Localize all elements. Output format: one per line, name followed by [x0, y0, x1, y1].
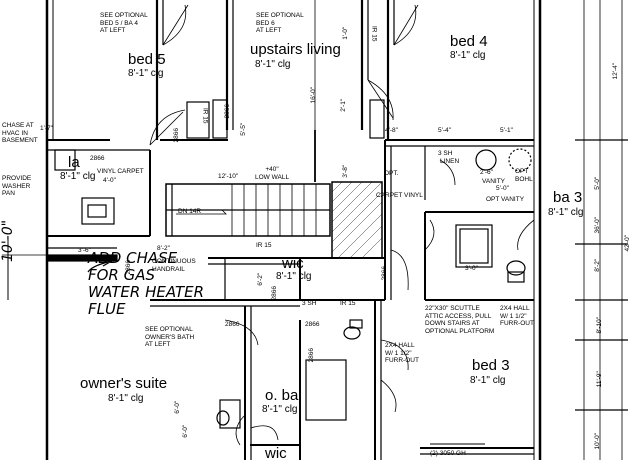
dim-label: 2866	[270, 286, 278, 301]
note-hall-fur-center: 2X4 HALL W/ 1 1/2" FURR-OUT	[385, 342, 419, 364]
note-continuous-handrail: CONTINUOUS HANDRAIL	[152, 258, 196, 273]
dim-label: 36'-0"	[594, 216, 602, 234]
room-upstairs-living-clg: 8'-1" clg	[255, 59, 291, 70]
note-provide-washer: PROVIDE WASHER PAN	[2, 175, 32, 197]
dim-label: 2866	[305, 321, 320, 328]
note-carpet-vinyl: CARPET VINYL	[376, 192, 423, 199]
room-laundry-clg: 8'-1" clg	[60, 171, 96, 182]
dim-label: 3'-0"	[465, 265, 478, 272]
dim-label: 2'-1"	[340, 98, 348, 112]
dim-label: 3'-6"	[78, 247, 91, 254]
dim-label: 4'-0"	[103, 177, 116, 184]
room-bed4-name: bed 4	[450, 33, 488, 50]
handwritten-chase-note: ADD CHASE FOR GAS WATER HEATER FLUE	[88, 249, 205, 318]
note-linen: LINEN	[440, 158, 460, 165]
dim-label: 5'-0"	[594, 176, 602, 190]
note-3sh-b: 3 SH	[302, 300, 317, 307]
room-bed4-clg: 8'-1" clg	[450, 50, 486, 61]
note-ir15-a: IR 15	[201, 107, 209, 124]
room-bed3-clg: 8'-1" clg	[470, 375, 506, 386]
room-wic-clg: 8'-1" clg	[276, 271, 312, 282]
room-o-ba-name: o. ba	[265, 387, 299, 404]
room-laundry-name: la	[68, 154, 80, 171]
room-ba3-clg: 8'-1" clg	[548, 207, 584, 218]
note-dn14r: DN 14R	[178, 208, 202, 215]
dim-label: 10'-0"	[594, 432, 602, 450]
dim-label: 5'-1"	[500, 127, 513, 134]
dim-label: 5'-4"	[438, 127, 451, 134]
room-bed3-name: bed 3	[472, 357, 510, 374]
dim-label: 12'-4"	[612, 62, 620, 80]
note-scuttle: 22"X30" SCUTTLE ATTIC ACCESS, PULL DOWN …	[425, 305, 495, 335]
dim-label: 2866	[90, 155, 105, 162]
dim-label: 2'-6"	[480, 169, 493, 176]
note-see-bed6: SEE OPTIONAL BED 6 AT LEFT	[256, 12, 304, 34]
dim-label: 6'-2"	[257, 272, 265, 286]
note-see-owners-bath: SEE OPTIONAL OWNER'S BATH AT LEFT	[145, 326, 195, 348]
room-ba3-name: ba 3	[553, 189, 583, 206]
dim-label: 12'-10"	[218, 173, 239, 180]
dim-label: 6'-0"	[182, 424, 190, 438]
note-ir15-b: IR 15	[370, 25, 378, 42]
dim-label: 2866	[225, 321, 240, 328]
dim-label: 2866	[307, 348, 315, 363]
dim-label: 1'-0"	[342, 26, 350, 40]
dim-label: 11'-9"	[595, 371, 603, 388]
note-hall-fur-right: 2X4 HALL W/ 1 1/2" FURR-OUT	[500, 305, 534, 327]
note-opt-boh: OPT BOHL	[515, 168, 533, 183]
note-vinyl-carpet: VINYL CARPET	[97, 168, 144, 175]
note-chase-hvac: CHASE AT HVAC IN BASEMENT	[2, 122, 38, 144]
dim-label: 6'-0"	[174, 400, 182, 414]
room-upstairs-living-name: upstairs living	[250, 41, 341, 58]
room-owners-suite-clg: 8'-1" clg	[108, 393, 144, 404]
note-opt-vanity: OPT VANITY	[486, 196, 525, 203]
dim-label: 4'-8"	[385, 127, 398, 134]
room-bed5-name: bed 5	[128, 51, 166, 68]
handwritten-left-dimension: 10'-0"	[0, 219, 16, 262]
note-vanity: VANITY	[482, 178, 505, 185]
dim-label: 8'-10"	[596, 316, 604, 334]
room-o-ba-clg: 8'-1" clg	[262, 404, 298, 415]
note-window-size: (2) 3050 GH	[430, 450, 466, 457]
dim-label: 5'-0"	[496, 185, 509, 192]
note-opt: OPT.	[384, 170, 399, 177]
room-owners-suite-name: owner's suite	[80, 375, 168, 392]
note-ir15-d: IR 15	[340, 300, 356, 307]
dim-label: 42'-0"	[624, 234, 632, 252]
dim-label: 8'-2"	[594, 258, 602, 272]
dim-label: 2866	[380, 266, 388, 281]
dim-label: 1'-7"	[40, 125, 53, 132]
room-wic-name: wic	[282, 255, 304, 272]
note-3sh-a: 3 SH	[438, 150, 453, 157]
room-wic-bottom-name: wic	[265, 445, 287, 460]
room-bed5-clg: 8'-1" clg	[128, 68, 164, 79]
note-low-wall: +40" LOW WALL	[255, 166, 290, 181]
dim-label: 2866	[172, 128, 180, 143]
dim-label: 3'-8"	[342, 164, 350, 178]
dim-label: 16'-0"	[310, 86, 318, 104]
dim-label: 2866	[223, 104, 231, 119]
note-see-bed5: SEE OPTIONAL BED 5 / BA 4 AT LEFT	[100, 12, 148, 34]
dim-label: 2866	[124, 260, 132, 275]
note-ir15-c: IR 15	[256, 242, 272, 249]
dim-label: 8'-2"	[157, 245, 170, 252]
dim-label: 5'-5"	[240, 122, 248, 136]
